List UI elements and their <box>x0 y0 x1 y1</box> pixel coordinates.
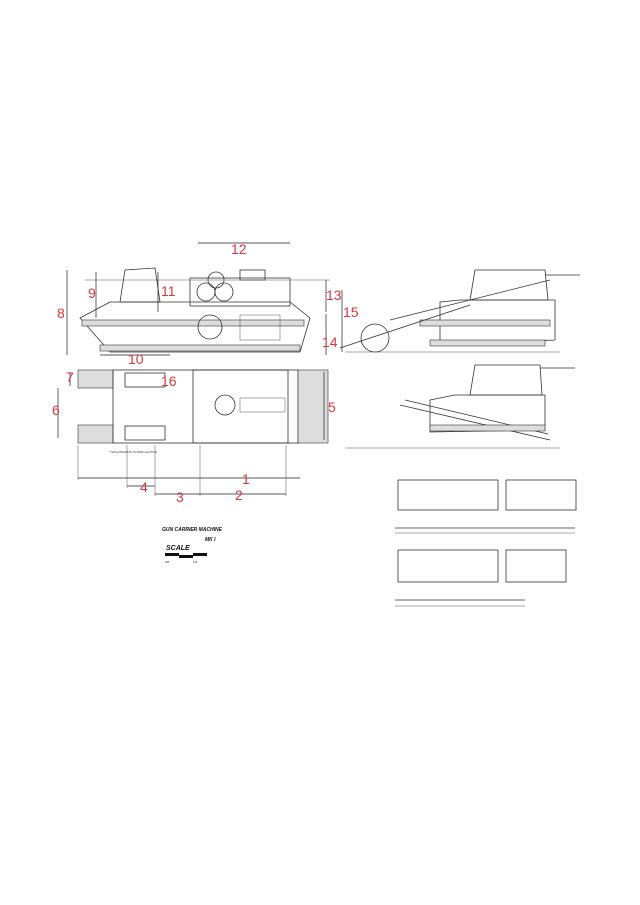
dim-label-3: 3 <box>176 489 184 505</box>
dim-label-16: 16 <box>161 373 177 389</box>
dim-label-15: 15 <box>343 304 359 320</box>
plan-view: THIS DRAWING IS SPECULATIVE <box>77 369 329 454</box>
dim-label-4: 4 <box>140 479 148 495</box>
scale-label: SCALE <box>166 545 190 552</box>
svg-text:THIS DRAWING IS SPECULATIVE: THIS DRAWING IS SPECULATIVE <box>110 450 157 454</box>
dim-label-9: 9 <box>88 285 96 301</box>
dim-label-14: 14 <box>322 334 338 350</box>
dim-label-13: 13 <box>326 287 342 303</box>
dimension-lines <box>57 242 343 496</box>
dim-label-6: 6 <box>52 402 60 418</box>
dim-label-1: 1 <box>242 471 250 487</box>
scale-bar <box>165 553 207 558</box>
dim-label-7: 7 <box>66 369 74 385</box>
dim-label-2: 2 <box>235 487 243 503</box>
drawing-mark: MK I <box>205 537 216 543</box>
chassis-views <box>395 479 577 607</box>
scale-end: 1M <box>193 560 198 564</box>
drawing-title: GUN CARRIER MACHINE <box>162 527 223 533</box>
gun-deployed-view <box>339 269 580 353</box>
gun-loading-view <box>345 364 575 449</box>
dim-label-12: 12 <box>231 241 247 257</box>
scale-start: 0M <box>165 560 170 564</box>
dim-label-5: 5 <box>328 399 336 415</box>
dim-label-8: 8 <box>57 305 65 321</box>
dim-label-11: 11 <box>161 283 176 299</box>
dim-label-10: 10 <box>128 351 144 367</box>
side-view <box>79 267 330 353</box>
